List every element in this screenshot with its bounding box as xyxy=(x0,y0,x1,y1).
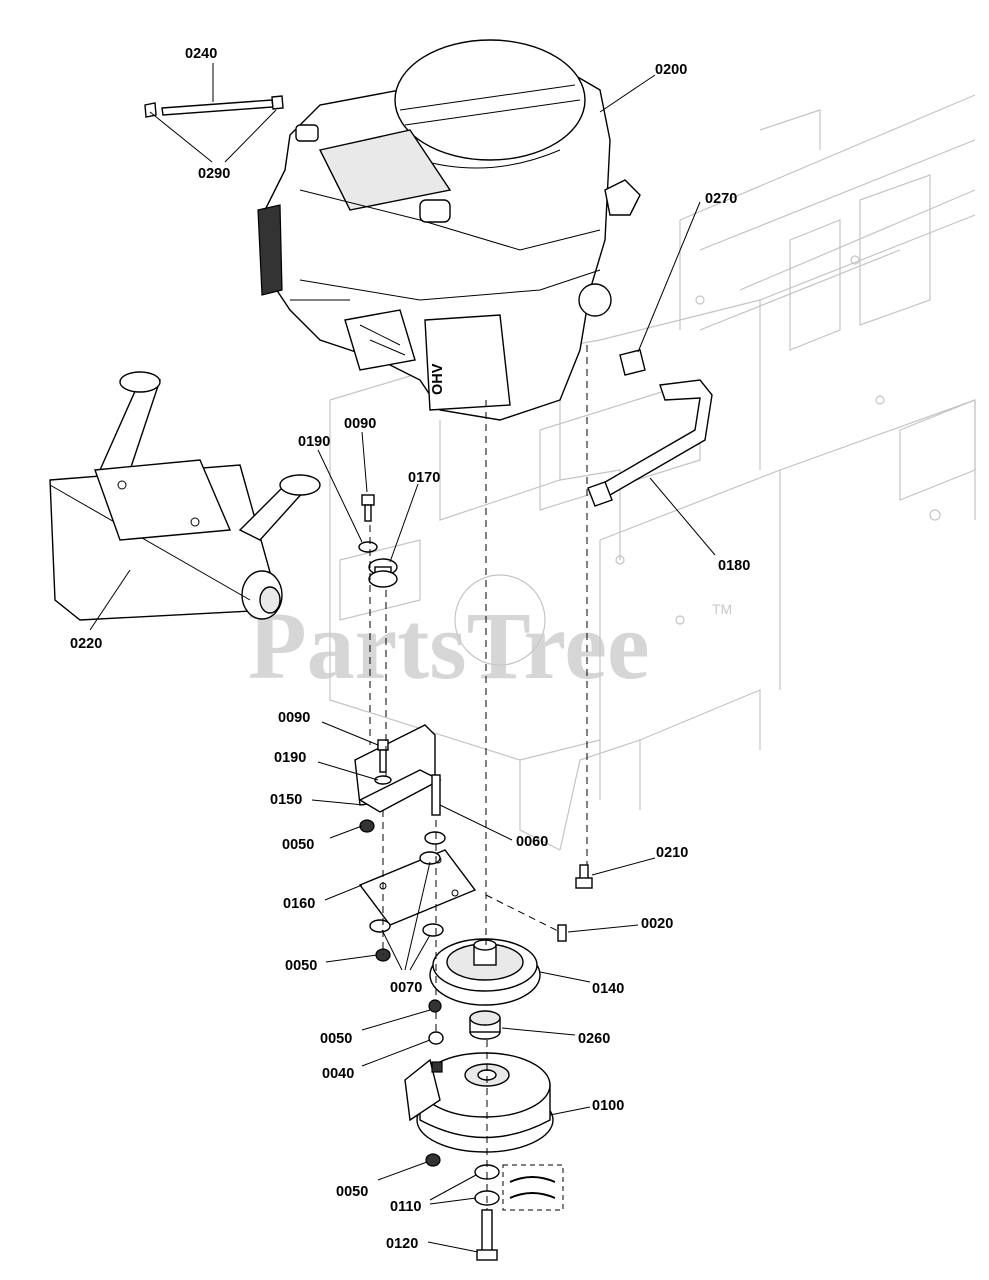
callout-0090-upper: 0090 xyxy=(344,416,376,432)
pin-0020 xyxy=(557,924,567,942)
callout-0110: 0110 xyxy=(390,1199,421,1215)
clip-kit-box xyxy=(502,1164,564,1211)
callout-0220: 0220 xyxy=(70,636,102,652)
muffler-0220 xyxy=(49,371,321,621)
pulley-0140 xyxy=(429,938,541,1006)
nut-0050 xyxy=(428,999,442,1013)
callout-0100: 0100 xyxy=(592,1098,624,1114)
engine-mount-hardware xyxy=(358,494,398,588)
watermark-text: PartsTree xyxy=(248,592,650,699)
nut-0050-lower xyxy=(425,1153,441,1167)
callout-0210: 0210 xyxy=(656,845,688,861)
callout-0060: 0060 xyxy=(516,834,548,850)
callout-0240: 0240 xyxy=(185,46,217,62)
callout-0190-lower: 0190 xyxy=(274,750,306,766)
engine-ohv-marking: OHV xyxy=(430,363,446,395)
breather-tube-0240 xyxy=(144,95,284,118)
oil-drain-hose-0180 xyxy=(587,349,713,507)
spacer-0260 xyxy=(469,1010,501,1040)
callout-0140: 0140 xyxy=(592,981,624,997)
callout-0150: 0150 xyxy=(270,792,302,808)
callout-0090-lower: 0090 xyxy=(278,710,310,726)
callout-0120: 0120 xyxy=(386,1236,418,1252)
bolt-0120 xyxy=(476,1209,498,1261)
callout-0270: 0270 xyxy=(705,191,737,207)
callout-0050-d: 0050 xyxy=(336,1184,368,1200)
bracket-0150 xyxy=(354,724,442,833)
plate-0160 xyxy=(358,831,477,962)
callout-0050-b: 0050 xyxy=(285,958,317,974)
callout-0050-a: 0050 xyxy=(282,837,314,853)
callout-0170: 0170 xyxy=(408,470,440,486)
callout-0180: 0180 xyxy=(718,558,750,574)
leader-lines xyxy=(89,63,716,1253)
callout-0040: 0040 xyxy=(322,1066,354,1082)
callout-0290: 0290 xyxy=(198,166,230,182)
callout-0260: 0260 xyxy=(578,1031,610,1047)
watermark-trademark: TM xyxy=(712,601,732,617)
callout-0200: 0200 xyxy=(655,62,687,78)
chassis-frame xyxy=(329,94,976,851)
callout-0160: 0160 xyxy=(283,896,315,912)
callout-0050-c: 0050 xyxy=(320,1031,352,1047)
callout-0020: 0020 xyxy=(641,916,673,932)
callout-0190-upper: 0190 xyxy=(298,434,330,450)
pto-clutch-0100 xyxy=(404,1052,554,1153)
callout-0070: 0070 xyxy=(390,980,422,996)
engine-0200: OHV xyxy=(257,39,641,421)
stud-0040 xyxy=(428,1031,444,1045)
callout-labels: 0240 0290 0200 0270 0090 0190 0170 0180 … xyxy=(70,46,750,1252)
alignment-lines xyxy=(369,345,588,1210)
bolt-0210 xyxy=(575,864,593,889)
